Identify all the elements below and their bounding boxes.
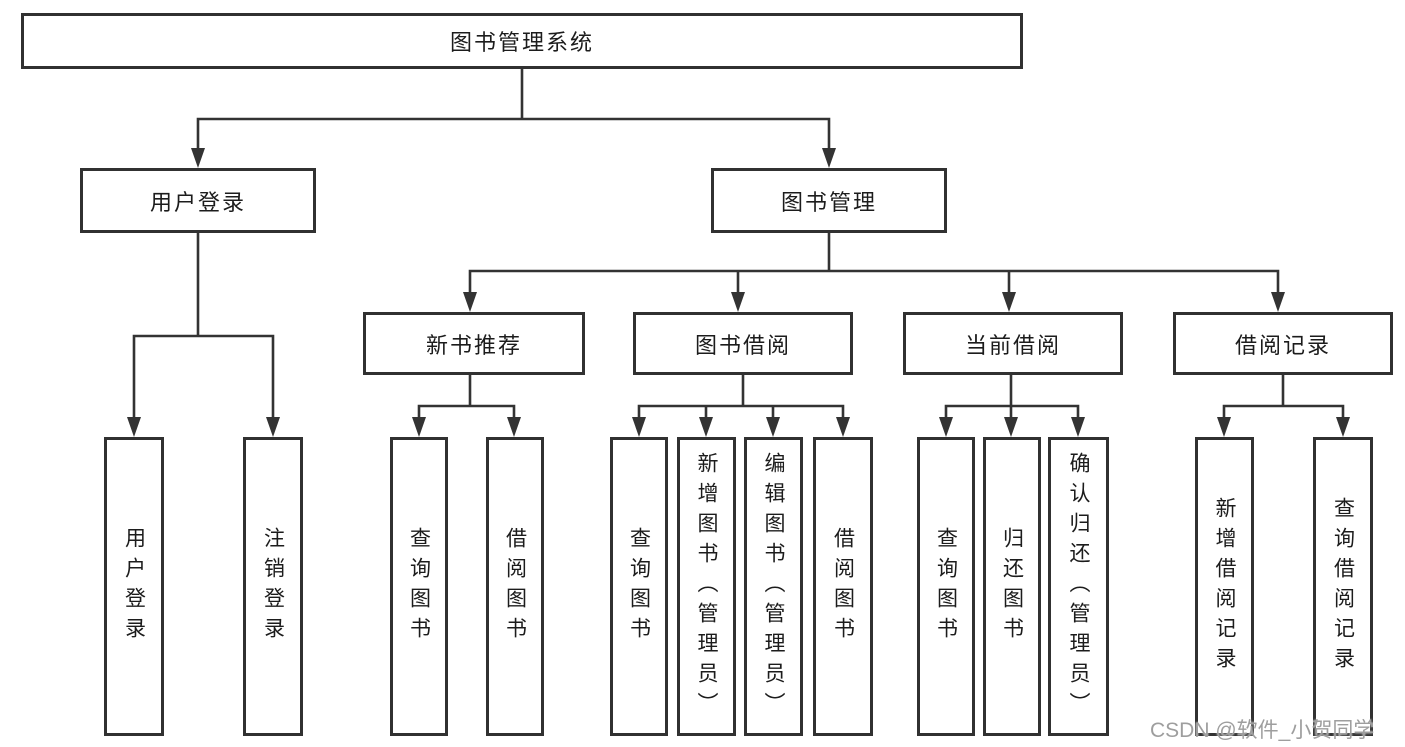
node-label: 新增图书（管理员） [695,451,718,722]
node-label: 归还图书 [1000,526,1024,647]
node-return-books: 归还图书 [983,437,1041,736]
node-label: 借阅图书 [503,526,527,647]
node-borrowing-records: 借阅记录 [1173,312,1393,375]
node-logout-leaf: 注销登录 [243,437,303,736]
node-label: 用户登录 [122,526,146,647]
node-new-book-recommend: 新书推荐 [363,312,585,375]
node-book-management: 图书管理 [711,168,947,233]
node-label: 注销登录 [261,526,285,647]
node-user-login-leaf: 用户登录 [104,437,164,736]
node-book-borrowing: 图书借阅 [633,312,853,375]
node-label: 新增借阅记录 [1213,496,1236,677]
node-query-books-current: 查询图书 [917,437,975,736]
node-query-books-borrowing: 查询图书 [610,437,668,736]
node-label: 查询借阅记录 [1331,496,1355,677]
node-confirm-return-admin: 确认归还（管理员） [1048,437,1109,736]
node-add-borrow-record: 新增借阅记录 [1195,437,1254,736]
node-borrow-books-recommend: 借阅图书 [486,437,544,736]
node-query-books-recommend: 查询图书 [390,437,448,736]
node-edit-books-admin: 编辑图书（管理员） [744,437,803,736]
node-current-borrowing: 当前借阅 [903,312,1123,375]
node-user-login: 用户登录 [80,168,316,233]
node-label: 查询图书 [934,526,958,647]
node-label: 确认归还（管理员） [1067,451,1090,722]
node-query-borrow-record: 查询借阅记录 [1313,437,1373,736]
node-label: 编辑图书（管理员） [762,451,785,722]
watermark-text: CSDN @软件_小贺同学 [1150,719,1375,742]
node-borrow-books-borrowing: 借阅图书 [813,437,873,736]
node-add-books-admin: 新增图书（管理员） [677,437,736,736]
node-label: 查询图书 [407,526,431,647]
node-library-system: 图书管理系统 [21,13,1023,69]
node-label: 查询图书 [627,526,651,647]
node-label: 借阅图书 [831,526,855,647]
